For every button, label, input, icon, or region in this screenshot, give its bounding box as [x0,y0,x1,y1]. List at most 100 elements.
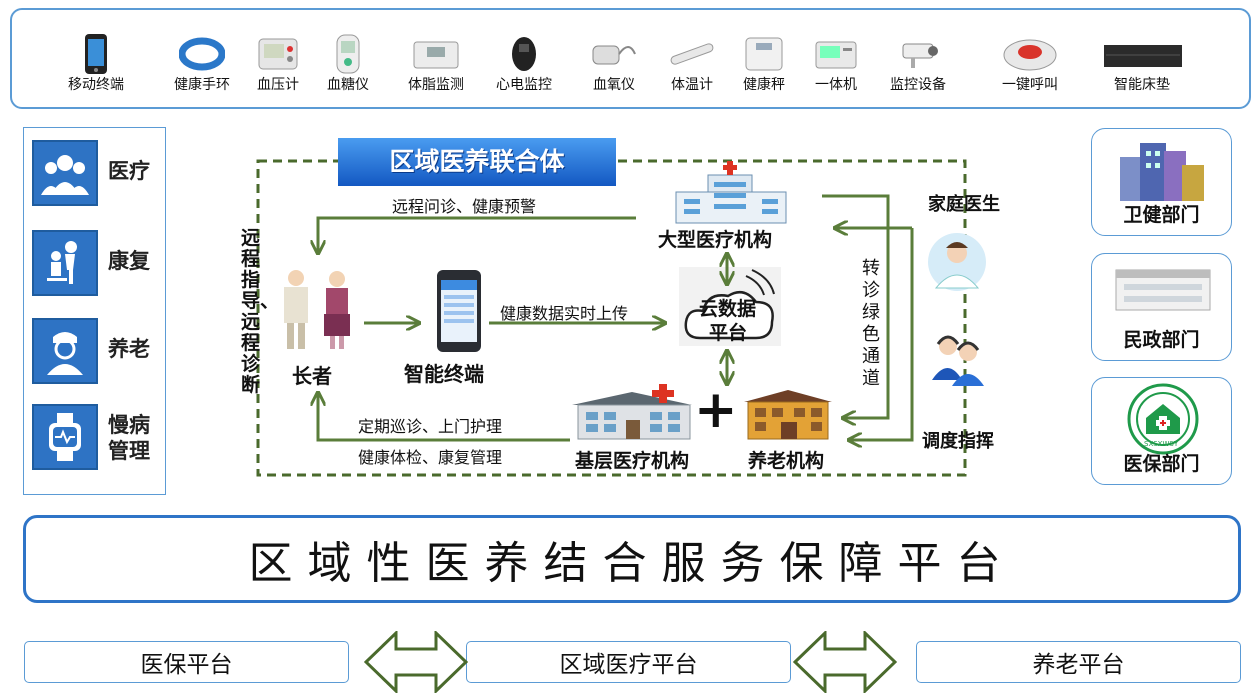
medical-insurance-logo-icon [1127,383,1199,455]
blood-pressure-monitor-icon [258,38,298,70]
buildings-icon [1120,143,1204,201]
device-label: 血氧仪 [593,77,635,93]
arrow-label-upload: 健康数据实时上传 [500,304,629,323]
device-strip: 移动终端 健康手环 血压计 血糖仪 体脂监测 心电监控 血氧仪 体温计 健康秤 … [10,8,1251,109]
device-wristband: 健康手环 [162,32,242,94]
arrow-label-remote-consult: 远程问诊、健康预警 [392,197,537,216]
device-label: 一键呼叫 [1002,77,1058,93]
device-label: 智能床垫 [1114,77,1170,93]
nurse-icon [32,318,98,384]
oximeter-icon [592,45,636,65]
elderly-care-building [744,390,832,440]
platform-label: 区域医疗平台 [559,652,698,678]
logo-text: SXSXWSY [1144,440,1179,448]
device-label: 体脂监测 [408,77,464,93]
hospital-label: 大型医疗机构 [658,229,773,251]
main-platform-banner: 区域性医养结合服务保障平台 [23,515,1241,603]
elder-label: 长者 [292,364,332,388]
arrow-label-patrol: 定期巡诊、上门护理 [358,417,503,436]
main-platform-title: 区域性医养结合服务保障平台 [248,538,1016,589]
all-in-one-machine-icon [815,41,857,69]
device-label: 移动终端 [68,77,124,93]
double-arrow-right [793,631,897,693]
mobile-phone-icon [85,34,107,74]
smart-terminal-phone [437,270,481,352]
large-hospital-building [675,161,787,224]
consortium-title: 区域医养联合体 [389,147,565,176]
device-blood-pressure: 血压计 [238,32,318,94]
service-column: 医疗 康复 养老 慢病 管理 [23,127,166,495]
primary-care-building [572,384,692,440]
dispatch-label: 调度指挥 [922,431,994,452]
device-surveillance: 监控设备 [878,32,958,94]
platform-medical-insurance: 医保平台 [24,641,349,683]
surveillance-camera-icon [902,43,938,68]
service-label: 医疗 [108,159,150,183]
platform-label: 医保平台 [140,652,233,678]
double-arrow-left [364,631,468,693]
emergency-call-button-icon [1003,39,1057,71]
cloud-label-line-2: 平台 [709,322,748,344]
ecg-monitor-icon [512,37,536,71]
remote-guidance-vertical-label: 远程指导、远程诊断 [241,227,280,396]
elders-illustration [284,270,350,349]
referral-channel-label: 转诊绿色通道 [862,258,880,389]
service-label: 慢病 管理 [108,412,150,464]
doctors-icon [32,140,98,206]
service-rehab: 康复 [32,224,158,300]
dispatch-avatar [932,335,984,386]
glucose-meter-icon [336,34,360,74]
service-label-line-2: 管理 [108,439,150,463]
service-label: 康复 [108,249,150,273]
platform-regional-medical: 区域医疗平台 [466,641,791,683]
thermometer-icon [670,43,714,65]
device-all-in-one: 一体机 [796,32,876,94]
primary-care-label: 基层医疗机构 [575,450,690,472]
device-label: 一体机 [815,77,857,93]
dept-medical-insurance: SXSXWSY 医保部门 [1091,377,1232,485]
body-fat-scale-icon [413,41,459,69]
family-doctor-label: 家庭医生 [928,194,1000,215]
service-label: 养老 [108,337,150,361]
family-doctor-avatar [928,233,986,291]
device-smart-mattress: 智能床垫 [1102,32,1182,94]
device-emergency-call: 一键呼叫 [990,32,1070,94]
device-mobile: 移动终端 [56,32,136,94]
arrow-referral-return [850,228,914,440]
smartwatch-heart-icon [32,404,98,470]
device-label: 血压计 [257,77,299,93]
platform-label: 养老平台 [1032,652,1125,678]
arrow-label-checkup: 健康体检、康复管理 [358,448,503,467]
device-label: 心电监控 [496,77,552,93]
department-label: 卫健部门 [1123,204,1200,226]
device-label: 健康手环 [174,77,230,93]
service-medical: 医疗 [32,134,158,210]
platform-elderly-care: 养老平台 [916,641,1241,683]
smart-mattress-icon [1104,45,1182,67]
device-thermometer: 体温计 [652,32,732,94]
dept-health-commission: 卫健部门 [1091,128,1232,236]
cloud-label-line-1: 云数据 [699,298,757,320]
office-building-icon [1115,269,1211,311]
service-chronic-disease: 慢病 管理 [32,398,158,474]
device-label: 血糖仪 [327,77,369,93]
service-label-line-1: 慢病 [108,413,150,437]
device-glucose: 血糖仪 [308,32,388,94]
device-body-fat: 体脂监测 [396,32,476,94]
device-ecg: 心电监控 [484,32,564,94]
service-elderly-care: 养老 [32,312,158,388]
device-label: 健康秤 [743,77,785,93]
terminal-label: 智能终端 [404,362,484,386]
consortium-title-banner [338,138,616,186]
health-scale-icon [745,37,783,71]
device-health-scale: 健康秤 [724,32,804,94]
device-oximeter: 血氧仪 [574,32,654,94]
elderly-care-label: 养老机构 [748,450,825,472]
rehabilitation-icon [32,230,98,296]
arrow-referral-down [822,194,890,418]
dept-civil-affairs: 民政部门 [1091,253,1232,361]
arrow-primary-to-elder [318,394,570,442]
department-label: 民政部门 [1123,329,1200,351]
department-label: 医保部门 [1123,453,1200,475]
